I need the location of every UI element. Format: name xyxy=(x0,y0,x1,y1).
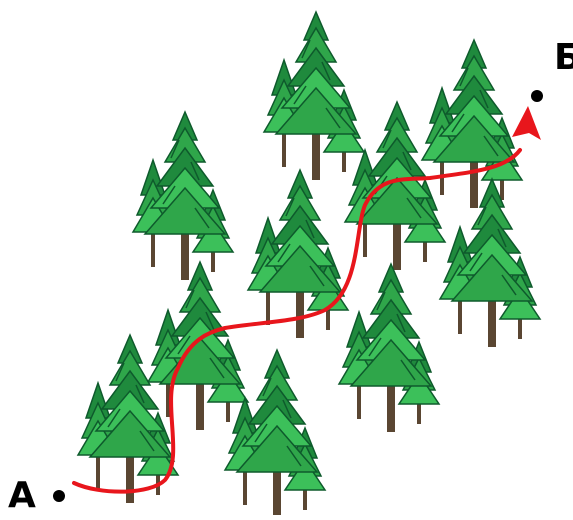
fir-tree-icon xyxy=(133,112,233,280)
point-a-dot xyxy=(53,490,65,502)
fir-tree-icon xyxy=(264,12,364,180)
fir-tree-icon xyxy=(345,102,445,270)
fir-tree-icon xyxy=(440,179,540,347)
point-b-dot xyxy=(531,90,543,102)
fir-tree-icon xyxy=(148,262,248,430)
point-a-label: А xyxy=(8,478,36,514)
arrowhead-icon xyxy=(512,106,541,140)
fir-tree-icon xyxy=(339,264,439,432)
fir-tree-icon xyxy=(225,350,325,515)
fir-tree-icon xyxy=(422,40,522,208)
point-b-label: Б xyxy=(554,40,573,76)
fir-tree-icon xyxy=(248,170,348,338)
